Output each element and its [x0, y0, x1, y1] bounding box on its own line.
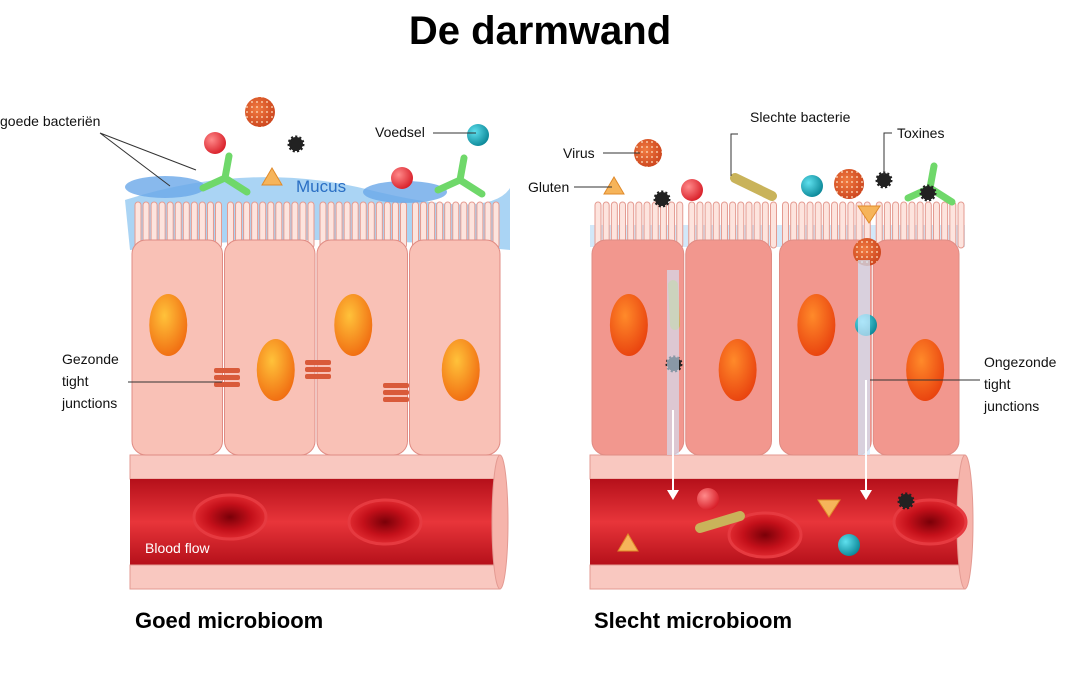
vessel-end: [491, 454, 509, 590]
food-particle: [467, 124, 489, 146]
basement-membrane: [129, 454, 501, 480]
food-particle: [391, 167, 413, 189]
leader-line: [883, 132, 892, 175]
gluten-icon: [603, 176, 625, 195]
label-bad-bacteria: Slechte bacterie: [750, 109, 851, 125]
caption-bad-microbiome: Slecht microbioom: [594, 608, 792, 633]
virus-texture: [245, 97, 275, 127]
virus-texture: [634, 139, 662, 167]
cell-nucleus: [441, 339, 480, 401]
tight-junction: [305, 367, 331, 372]
toxin-icon: [875, 171, 893, 189]
label-toxins: Toxines: [897, 125, 944, 141]
label-gluten: Gluten: [528, 179, 569, 195]
tight-junction: [305, 360, 331, 365]
gluten-icon: [857, 205, 881, 224]
good-bacteria-icon: [199, 152, 251, 196]
virus-texture: [853, 238, 881, 266]
arrow-head: [667, 490, 679, 500]
microvillus: [957, 201, 965, 249]
label-unhealthy-junctions-2: tight: [984, 376, 1011, 392]
food-particle: [204, 132, 226, 154]
good-bacteria-icon: [363, 181, 447, 203]
arrow-head: [860, 490, 872, 500]
red-blood-cell: [347, 498, 423, 546]
cell-nucleus: [906, 339, 945, 401]
food-particle: [801, 175, 823, 197]
tight-junction: [214, 368, 240, 373]
label-food: Voedsel: [375, 124, 425, 140]
label-healthy-junctions-2: tight: [62, 373, 89, 389]
good-bacteria-icon: [125, 176, 205, 198]
cell-nucleus: [609, 294, 648, 356]
vessel-wall: [129, 564, 501, 590]
cell-nucleus: [256, 339, 295, 401]
microvillus: [676, 201, 684, 249]
label-good-bacteria: goede bacteriën: [0, 113, 100, 129]
cell-nucleus: [718, 339, 757, 401]
label-healthy-junctions-1: Gezonde: [62, 351, 119, 367]
tight-junction: [214, 382, 240, 387]
microvillus: [400, 201, 407, 249]
label-virus: Virus: [563, 145, 595, 161]
cell-nucleus: [334, 294, 373, 356]
label-unhealthy-junctions-3: junctions: [983, 398, 1039, 414]
vessel-wall: [589, 564, 966, 590]
unhealthy-intestinal-wall: [589, 139, 974, 590]
tight-junction: [383, 397, 409, 402]
bad-bacteria-icon: [695, 511, 745, 533]
food-particle: [681, 179, 703, 201]
microvillus: [307, 201, 315, 249]
blood-vessel: [130, 479, 500, 565]
virus-texture: [834, 169, 864, 199]
food-particle: [697, 488, 719, 510]
label-unhealthy-junctions-1: Ongezonde: [984, 354, 1057, 370]
gluten-icon: [261, 167, 283, 186]
tight-junction: [214, 375, 240, 380]
toxin-icon: [919, 184, 937, 202]
red-blood-cell: [892, 498, 968, 546]
cell-nucleus: [149, 294, 188, 356]
leader-line: [730, 133, 738, 176]
page-title: De darmwand: [409, 9, 671, 53]
good-bacteria-icon: [434, 154, 486, 198]
microvillus: [492, 201, 500, 249]
leaky-gap: [858, 260, 870, 455]
red-blood-cell: [727, 511, 803, 559]
caption-good-microbiome: Goed microbioom: [135, 608, 323, 633]
red-blood-cell: [192, 493, 268, 541]
microvillus: [770, 201, 777, 249]
healthy-intestinal-wall: [125, 97, 510, 590]
bad-bacteria-icon: [730, 173, 777, 201]
label-blood-flow: Blood flow: [145, 540, 210, 556]
tight-junction: [305, 374, 331, 379]
label-mucus: Mucus: [296, 177, 346, 196]
leader-line: [99, 132, 197, 187]
gluten-icon: [617, 533, 639, 552]
tight-junction: [383, 383, 409, 388]
label-healthy-junctions-3: junctions: [61, 395, 117, 411]
gluten-icon: [817, 499, 841, 518]
tight-junction: [383, 390, 409, 395]
cell-nucleus: [797, 294, 836, 356]
toxin-icon: [653, 190, 671, 208]
food-particle: [838, 534, 860, 556]
toxin-icon: [287, 135, 305, 153]
toxin-icon: [897, 492, 915, 510]
leaky-gap: [667, 270, 679, 455]
microvillus: [215, 201, 222, 249]
basement-membrane: [589, 454, 966, 480]
